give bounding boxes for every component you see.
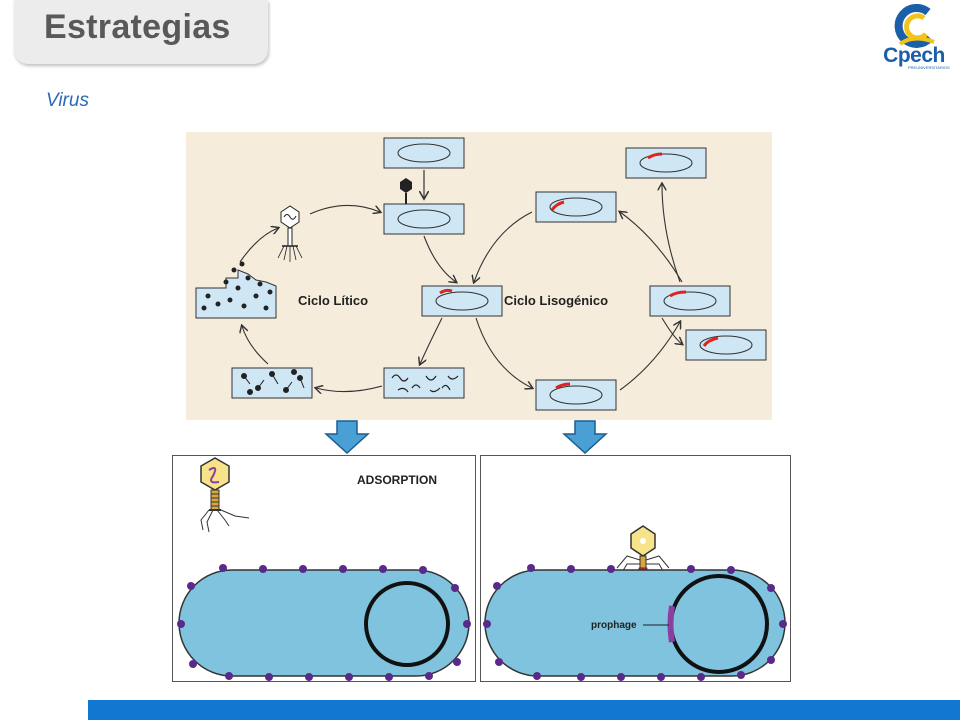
lysogen-cell-bottom [535,379,617,411]
cell-assembly [231,367,313,399]
cycle-diagram-graphic: Ciclo Lítico [195,137,767,411]
adsorption-graphic: ADSORPTION [177,457,471,681]
logo-wordmark: Cpech [883,44,945,67]
page-subtitle: Virus [46,90,89,111]
down-arrow-icon-lysogenic [562,420,608,454]
lysogen-cell-top [535,191,617,223]
lysogen-cell-right [649,285,731,317]
lysogen-cell-released [625,147,707,179]
cell-uninfected [383,137,465,169]
cell-center [421,285,503,317]
prophage-graphic: prophage [483,525,787,681]
adsorption-panel: ADSORPTION [172,455,476,682]
cell-attachment [383,178,465,235]
page-title: Estrategias [44,8,231,46]
phage-icon [200,457,250,533]
cycle-diagram: Ciclo Lítico [186,132,772,420]
cpech-logo-icon [894,4,935,48]
down-arrow-icon-lytic [324,420,370,454]
title-tab: Estrategias [14,0,268,64]
cell-lysis [195,261,277,319]
bacterium-cell [483,564,787,681]
cell-replication [383,367,465,399]
phage-attached-icon [616,525,670,577]
lytic-cycle-label: Ciclo Lítico [298,293,368,308]
phage-free [277,205,303,262]
lysogenic-cycle-label: Ciclo Lisogénico [504,293,608,308]
adsorption-label: ADSORPTION [357,473,437,487]
logo-tagline: PREUNIVERSITARIOS [908,65,950,70]
bacterium-cell [177,564,471,681]
lysogen-cell-divided [685,329,767,361]
prophage-panel: prophage [480,455,791,682]
footer-bar [88,700,960,720]
prophage-label: prophage [591,620,637,631]
cpech-logo: Cpech PREUNIVERSITARIOS [878,4,950,72]
